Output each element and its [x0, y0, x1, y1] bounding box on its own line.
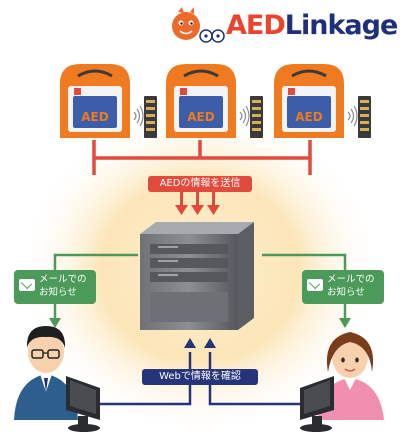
aed-linkage-logo: AEDLinkage	[168, 4, 398, 54]
mail-notice-right-line1: メールでの	[327, 274, 375, 285]
envelope-icon	[19, 279, 35, 291]
aed-label: AED	[81, 110, 108, 124]
send-info-label: AEDの情報を送信	[148, 176, 252, 192]
mail-notice-left-line1: メールでの	[39, 274, 87, 285]
aed-device-2: AED	[166, 64, 263, 138]
communication-module-icon	[250, 96, 263, 138]
mail-notice-right-line2: お知らせ	[327, 287, 365, 298]
mascot-icon	[172, 7, 225, 43]
monitor-left-icon	[66, 376, 100, 432]
server-icon	[140, 222, 254, 330]
logo-wordmark: AEDLinkage	[226, 10, 398, 41]
communication-module-icon	[144, 96, 157, 138]
web-confirm-label: Webで情報を確認	[142, 369, 258, 385]
web-arrowheads	[184, 338, 216, 348]
man-user-illustration	[14, 326, 78, 420]
wireless-signal-icon	[347, 105, 358, 127]
woman-user-illustration	[318, 332, 384, 420]
mail-notice-left-line2: お知らせ	[39, 287, 77, 298]
mail-paths	[53, 253, 347, 320]
envelope-icon	[307, 279, 323, 291]
mail-arrowheads	[49, 318, 351, 328]
wireless-signal-icon	[239, 105, 250, 127]
logo-text-linkage: Linkage	[284, 10, 398, 41]
aed-device-1: AED	[60, 64, 157, 138]
mail-notice-left: メールでの お知らせ	[14, 270, 96, 304]
aed-device-3: AED	[274, 64, 371, 138]
send-arrowheads	[175, 192, 220, 215]
monitor-right-icon	[300, 376, 334, 432]
aed-label: AED	[187, 110, 214, 124]
communication-module-icon	[358, 96, 371, 138]
mail-notice-right: メールでの お知らせ	[302, 270, 384, 304]
wireless-signal-icon	[133, 105, 144, 127]
logo-text-aed: AED	[226, 10, 286, 41]
send-arrows	[92, 140, 312, 175]
aed-label: AED	[295, 110, 322, 124]
